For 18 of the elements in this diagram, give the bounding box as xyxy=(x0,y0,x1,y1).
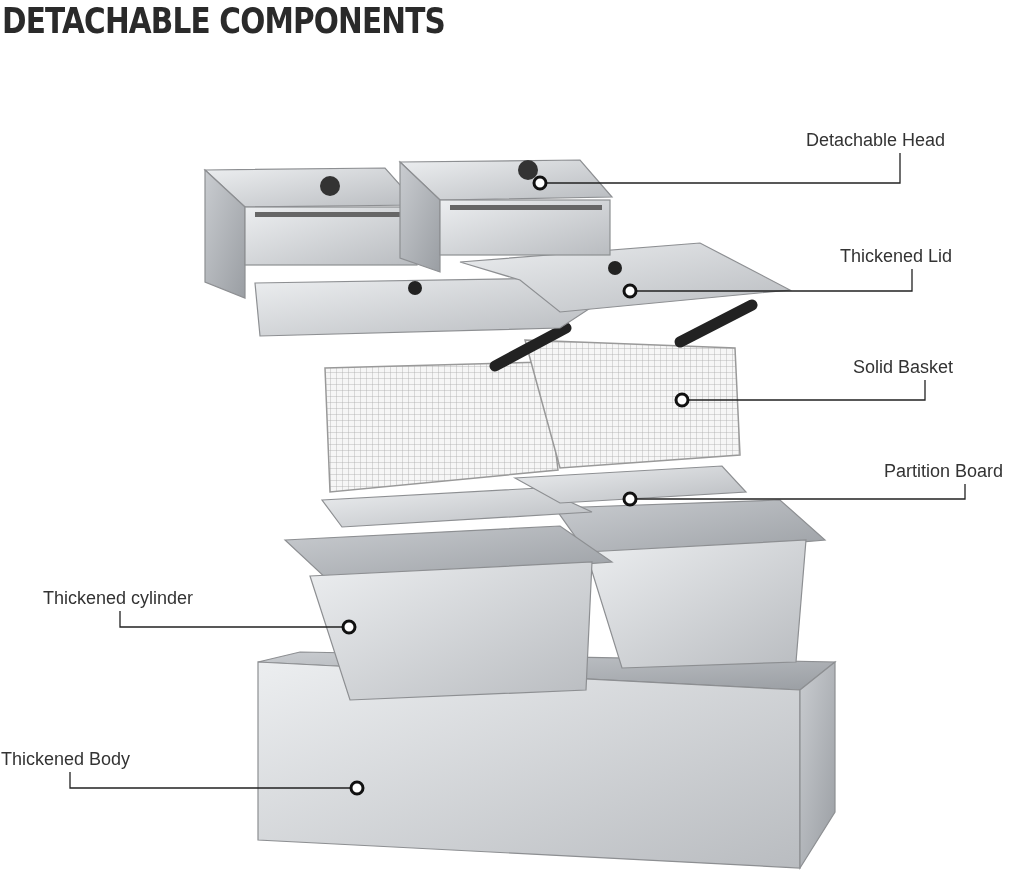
cylinder-drawing xyxy=(283,499,827,701)
leader-line xyxy=(69,771,365,796)
part-label: Solid Basket xyxy=(853,356,954,378)
leader-line xyxy=(622,483,966,507)
fryer-head-drawing xyxy=(203,159,614,299)
part-label: Partition Board xyxy=(884,460,1004,482)
part-label: Thickened Lid xyxy=(840,245,953,267)
part-label: Thickened cylinder xyxy=(43,587,194,609)
leader-line xyxy=(532,152,901,191)
leader-line xyxy=(119,610,357,635)
leader-line xyxy=(674,379,926,408)
basket-drawing xyxy=(324,299,758,493)
title: DETACHABLE COMPONENTS xyxy=(2,0,445,41)
part-label: Detachable Head xyxy=(806,129,946,151)
part-label: Thickened Body xyxy=(1,748,131,770)
lid-drawing xyxy=(254,242,793,337)
partition-board-drawing xyxy=(320,465,748,528)
leader-line xyxy=(622,268,913,299)
